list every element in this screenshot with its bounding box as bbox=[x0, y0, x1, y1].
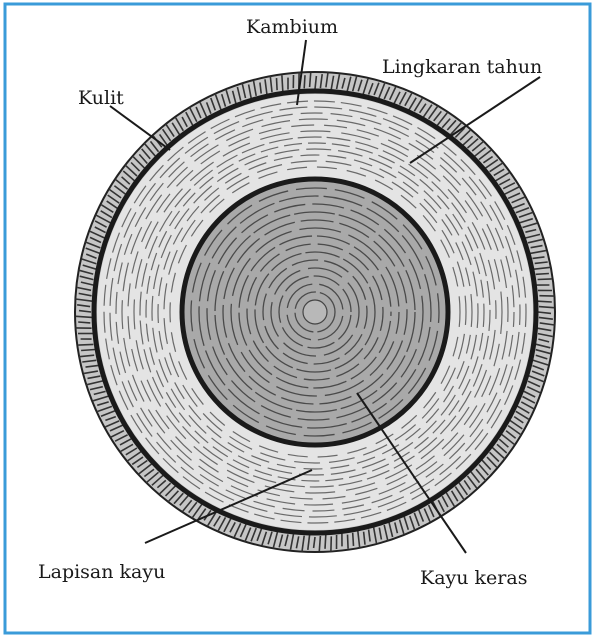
label-kayu-keras: Kayu keras bbox=[420, 567, 527, 589]
heartwood-layer bbox=[182, 179, 448, 445]
label-lingkaran-tahun: Lingkaran tahun bbox=[382, 56, 542, 78]
label-kulit: Kulit bbox=[78, 87, 124, 109]
label-lapisan-kayu: Lapisan kayu bbox=[38, 561, 165, 583]
label-kambium: Kambium bbox=[246, 16, 338, 38]
